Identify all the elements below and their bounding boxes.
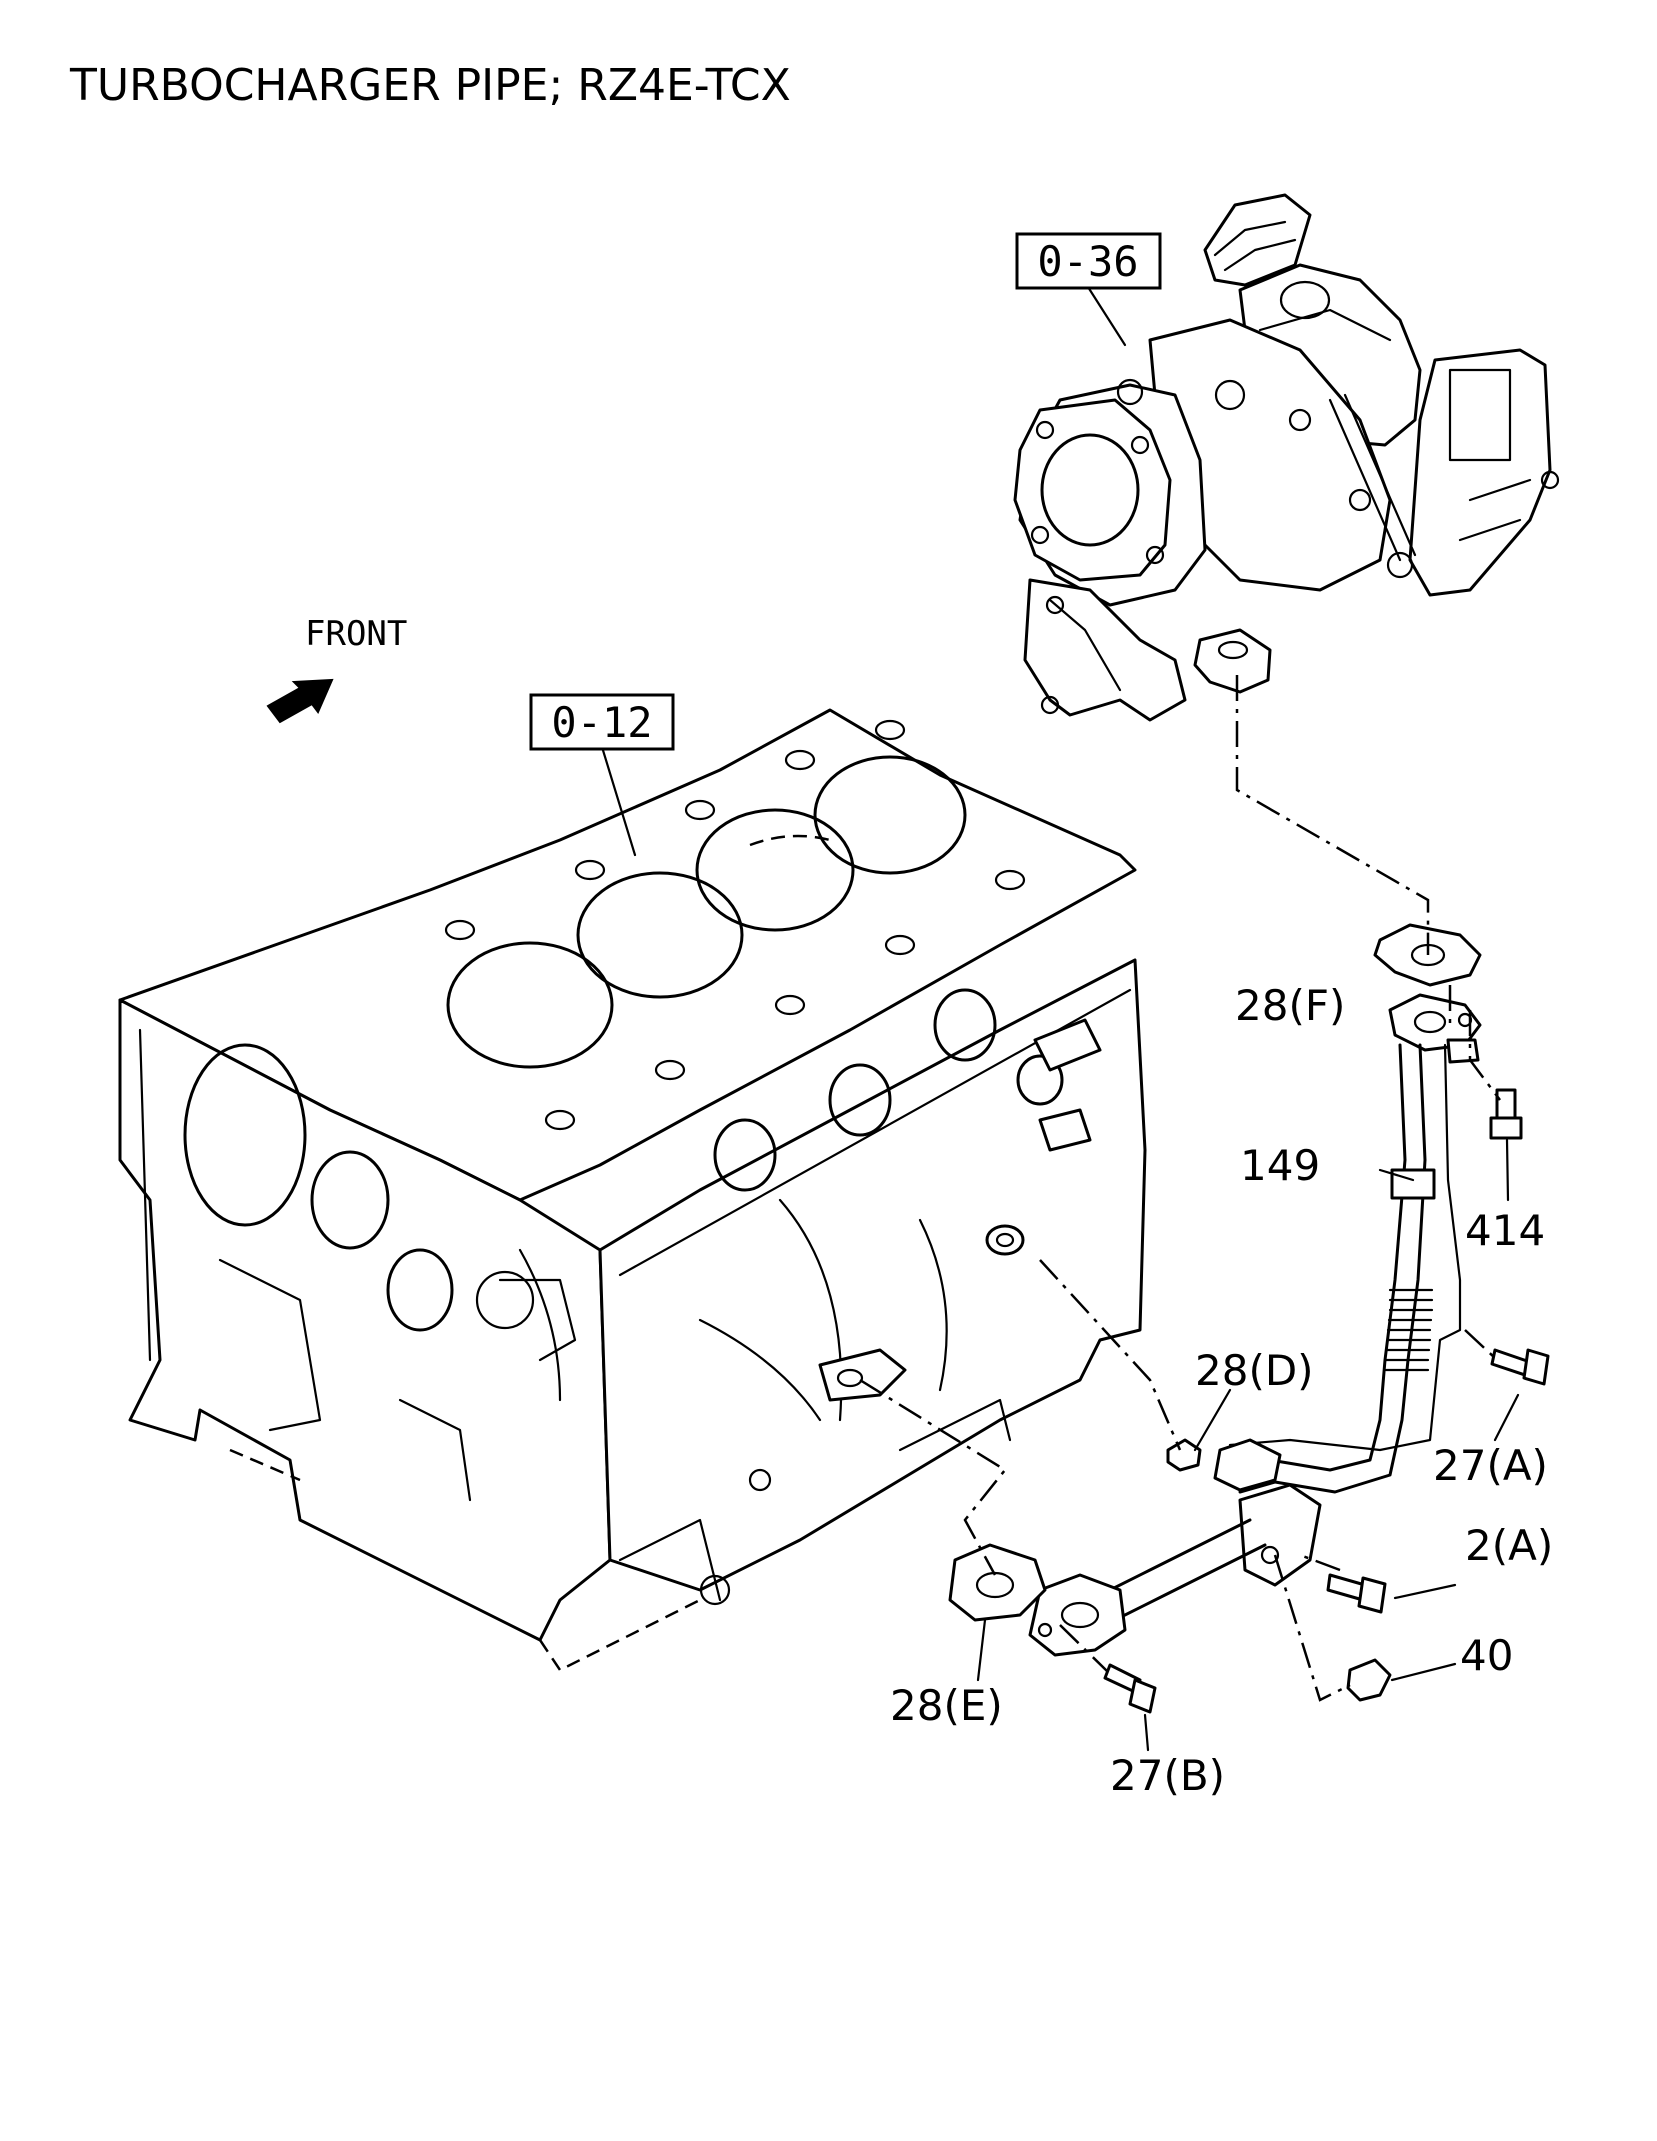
front-label: FRONT [305, 614, 407, 654]
bolt-27a-icon [1490, 1348, 1550, 1386]
alignment-lines [859, 675, 1501, 1702]
turbocharger-illustration [1013, 193, 1560, 722]
oil-pipe-assembly [948, 923, 1482, 1657]
cylinder-block-illustration [118, 708, 1147, 1672]
callout-pipe-149: 149 [1240, 1141, 1320, 1190]
callout-gasket-f: 28(F) [1235, 981, 1345, 1030]
reference-label-turbocharger: 0-36 [1037, 237, 1138, 286]
callout-labels: 28(F) 149 414 28(D) 27(A) 2(A) 40 28(E) … [890, 981, 1553, 1800]
callout-gasket-d: 28(D) [1195, 1346, 1314, 1395]
reference-label-cylinder-block: 0-12 [551, 698, 652, 747]
page-title: TURBOCHARGER PIPE; RZ4E-TCX [70, 60, 791, 111]
front-arrow-icon [266, 678, 334, 724]
reference-box-cylinder-block: 0-12 [529, 693, 675, 751]
bolt-2a-icon [1326, 1573, 1387, 1614]
callout-bolt-2a: 2(A) [1465, 1521, 1553, 1570]
callout-gasket-e: 28(E) [890, 1681, 1003, 1730]
callout-bolt-27a: 27(A) [1433, 1441, 1548, 1490]
front-indicator: FRONT [266, 614, 407, 724]
bolt-40-icon [1346, 1658, 1392, 1702]
callout-bolt-414: 414 [1465, 1206, 1545, 1255]
leader-lines [600, 285, 1520, 1752]
bolt-414-icon [1489, 1088, 1523, 1140]
bolt-27b-icon [1103, 1663, 1157, 1714]
callout-bolt-27b: 27(B) [1110, 1751, 1225, 1800]
callout-bolt-40: 40 [1460, 1631, 1513, 1680]
reference-box-turbocharger: 0-36 [1015, 232, 1162, 290]
fasteners [1103, 1088, 1550, 1714]
